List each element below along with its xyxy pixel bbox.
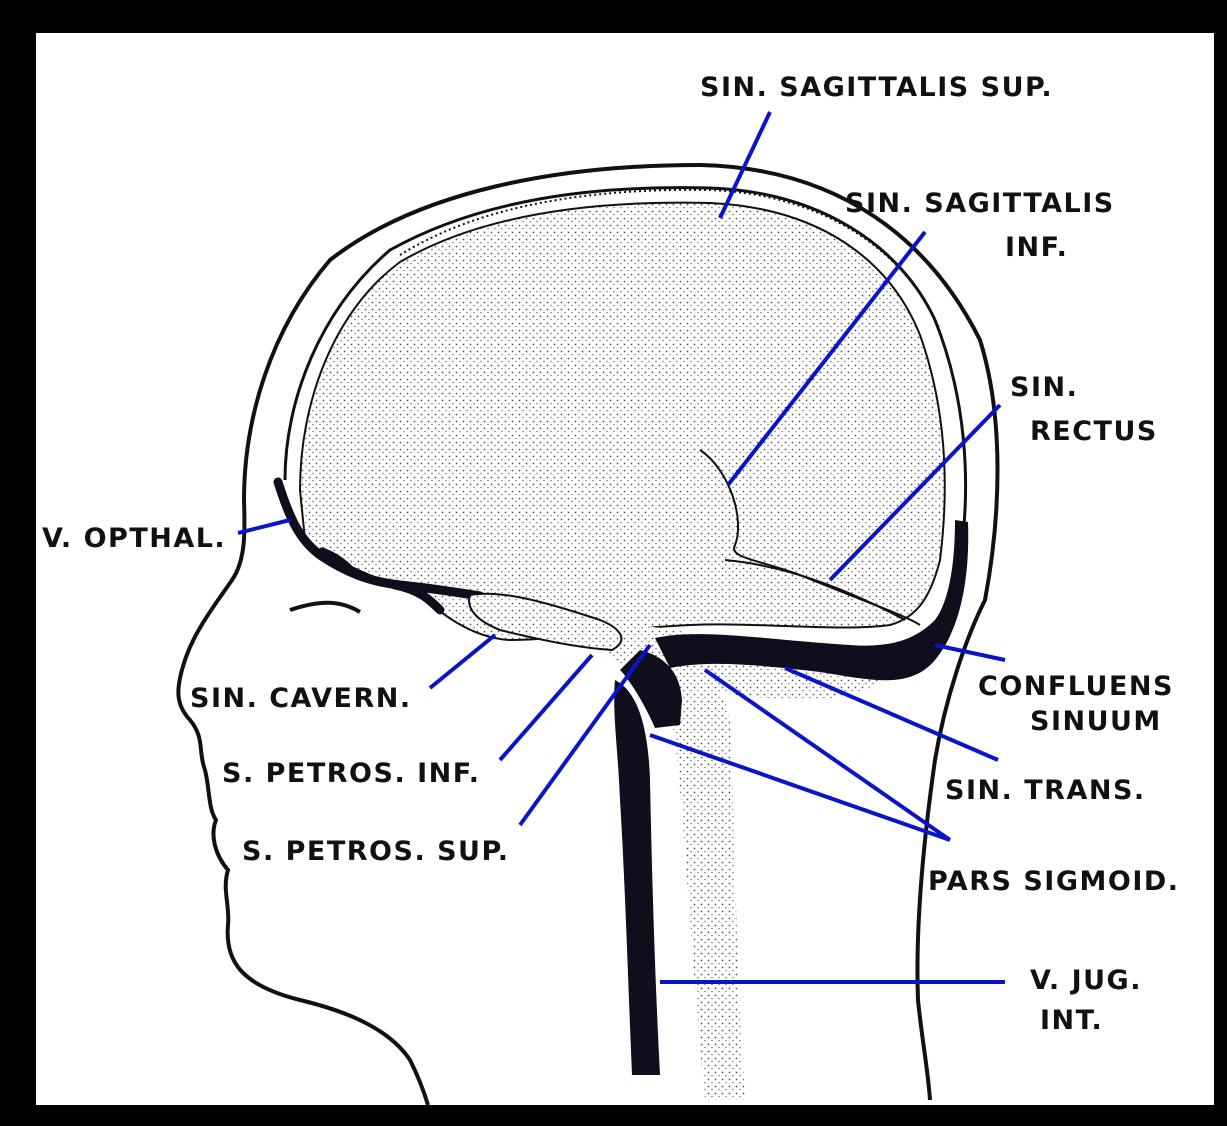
label-sin-cavern: SIN. CAVERN. bbox=[190, 683, 412, 714]
label-v-jug-line1: V. JUG. bbox=[1030, 965, 1142, 996]
label-s-petros-sup: S. PETROS. SUP. bbox=[242, 836, 510, 867]
label-confluens-line2: SINUUM bbox=[1030, 706, 1162, 737]
label-sin-trans: SIN. TRANS. bbox=[945, 775, 1146, 806]
label-sin-rectus-line1: SIN. bbox=[1010, 372, 1078, 403]
label-sin-sagittalis-sup: SIN. SAGITTALIS SUP. bbox=[700, 72, 1053, 103]
label-pars-sigmoid: PARS SIGMOID. bbox=[928, 866, 1180, 897]
brain bbox=[300, 203, 945, 640]
label-sin-rectus-line2: RECTUS bbox=[1030, 416, 1158, 447]
label-s-petros-inf: S. PETROS. INF. bbox=[222, 758, 480, 789]
label-sin-sagittalis-inf-line1: SIN. SAGITTALIS bbox=[845, 188, 1115, 219]
label-sin-sagittalis-inf-line2: INF. bbox=[1005, 232, 1068, 263]
label-confluens-line1: CONFLUENS bbox=[978, 671, 1174, 702]
label-v-opthal: V. OPTHAL. bbox=[42, 523, 226, 554]
label-v-jug-line2: INT. bbox=[1040, 1005, 1103, 1036]
